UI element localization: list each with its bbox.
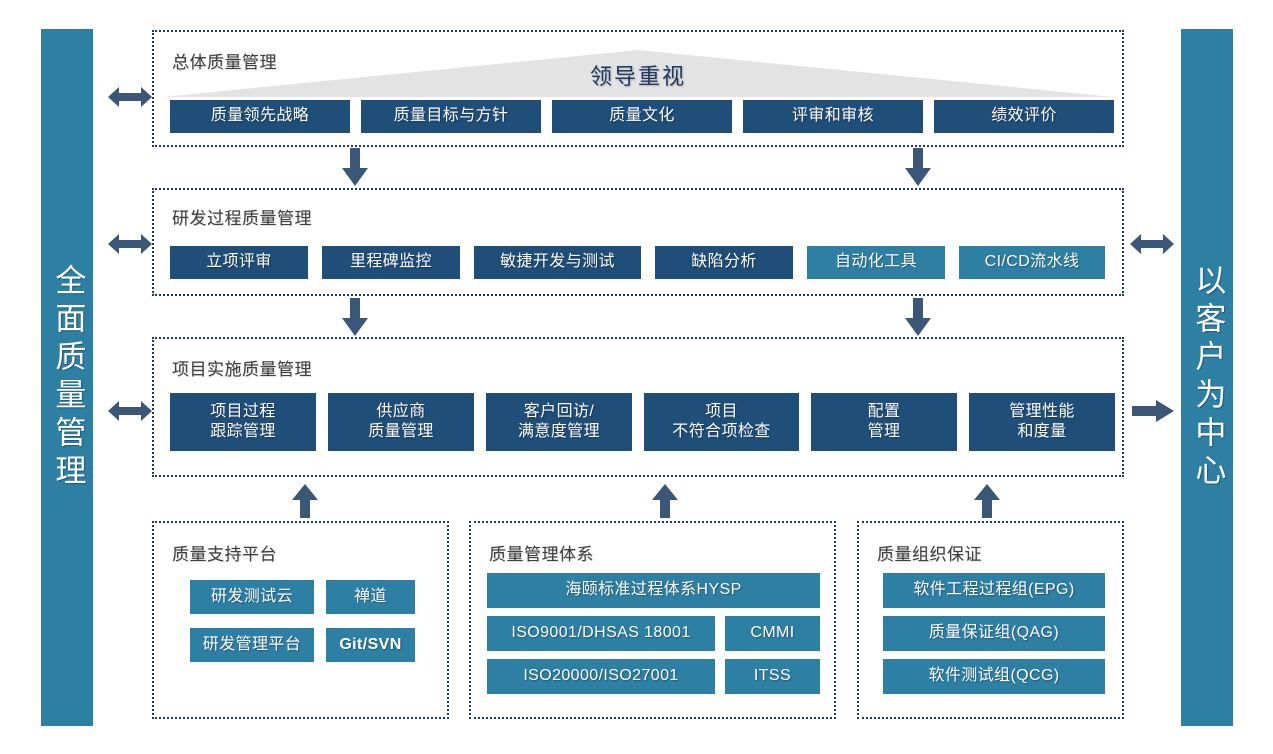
chip-iso9001-dhsas18001[interactable]: ISO9001/DHSAS 18001 [487, 616, 715, 651]
chip-agile-dev-and-testing[interactable]: 敏捷开发与测试 [474, 246, 641, 279]
up-arrow-organization [974, 484, 1000, 518]
chip-quality-leading-strategy[interactable]: 质量领先战略 [170, 100, 350, 133]
double-arrow-right-rnd [1130, 232, 1174, 256]
chip-review-and-audit[interactable]: 评审和审核 [743, 100, 923, 133]
down-arrow-rnd-to-project-b [905, 298, 931, 336]
section-organization-title: 质量组织保证 [877, 545, 982, 564]
chip-epg-software-engineering-process-group[interactable]: 软件工程过程组(EPG) [883, 573, 1105, 608]
section-quality-management-system: 质量管理体系 海颐标准过程体系HYSP ISO9001/DHSAS 18001 … [469, 521, 836, 719]
section-rnd-title: 研发过程质量管理 [172, 209, 312, 228]
section-overall-quality-management: 总体质量管理 领导重视 质量领先战略 质量目标与方针 质量文化 评审和审核 绩效… [152, 30, 1124, 147]
down-arrow-overall-to-rnd-b [905, 148, 931, 186]
chip-qcg-software-testing-group[interactable]: 软件测试组(QCG) [883, 659, 1105, 694]
section-quality-support-platform: 质量支持平台 研发测试云 禅道 研发管理平台 Git/SVN [152, 521, 449, 719]
right-pillar: 以客户为中心 [1181, 29, 1233, 726]
right-pillar-label: 以客户为中心 [1190, 263, 1226, 492]
double-arrow-left-rnd [108, 232, 152, 256]
section-system-title: 质量管理体系 [489, 545, 594, 564]
left-pillar: 全面质量管理 [41, 29, 93, 726]
double-arrow-left-project [108, 399, 152, 423]
chip-project-initiation-review[interactable]: 立项评审 [170, 246, 308, 279]
section-quality-organization-assurance: 质量组织保证 软件工程过程组(EPG) 质量保证组(QAG) 软件测试组(QCG… [857, 521, 1124, 719]
chip-cmmi[interactable]: CMMI [725, 616, 820, 651]
chip-project-nonconformity-check[interactable]: 项目 不符合项检查 [644, 393, 799, 451]
chip-rnd-testing-cloud[interactable]: 研发测试云 [190, 580, 314, 614]
chip-supplier-quality-management[interactable]: 供应商 质量管理 [328, 393, 474, 451]
chip-zentao[interactable]: 禅道 [326, 580, 415, 614]
down-arrow-overall-to-rnd-a [342, 148, 368, 186]
chip-qag-quality-assurance-group[interactable]: 质量保证组(QAG) [883, 616, 1105, 651]
chip-rnd-management-platform[interactable]: 研发管理平台 [190, 628, 314, 662]
double-arrow-left-overall [108, 85, 152, 109]
section-overall-title: 总体质量管理 [172, 53, 277, 72]
chip-quality-objectives-policy[interactable]: 质量目标与方针 [361, 100, 541, 133]
section-rnd-process-quality-management: 研发过程质量管理 立项评审 里程碑监控 敏捷开发与测试 缺陷分析 自动化工具 C… [152, 188, 1124, 296]
chip-itss[interactable]: ITSS [725, 659, 820, 694]
chip-cicd-pipeline[interactable]: CI/CD流水线 [959, 246, 1105, 279]
section-project-implementation-quality-management: 项目实施质量管理 项目过程 跟踪管理 供应商 质量管理 客户回访/ 满意度管理 … [152, 337, 1124, 477]
chip-configuration-management[interactable]: 配置 管理 [811, 393, 957, 451]
chip-milestone-monitoring[interactable]: 里程碑监控 [322, 246, 460, 279]
chip-automation-tools[interactable]: 自动化工具 [807, 246, 945, 279]
section-platform-title: 质量支持平台 [172, 545, 277, 564]
left-pillar-label: 全面质量管理 [50, 263, 86, 492]
chip-git-svn[interactable]: Git/SVN [326, 628, 415, 662]
up-arrow-platform [292, 484, 318, 518]
chip-customer-revisit-satisfaction[interactable]: 客户回访/ 满意度管理 [486, 393, 632, 451]
chip-defect-analysis[interactable]: 缺陷分析 [655, 246, 793, 279]
leadership-banner-label: 领导重视 [589, 64, 686, 89]
leadership-triangle-icon [162, 50, 1114, 97]
chip-haiyi-standard-process-hysp[interactable]: 海颐标准过程体系HYSP [487, 573, 820, 608]
up-arrow-system [652, 484, 678, 518]
chip-management-performance-metrics[interactable]: 管理性能 和度量 [969, 393, 1115, 451]
chip-quality-culture[interactable]: 质量文化 [552, 100, 732, 133]
down-arrow-rnd-to-project-a [342, 298, 368, 336]
chip-project-process-tracking[interactable]: 项目过程 跟踪管理 [170, 393, 316, 451]
chip-iso20000-iso27001[interactable]: ISO20000/ISO27001 [487, 659, 715, 694]
chip-performance-evaluation[interactable]: 绩效评价 [934, 100, 1114, 133]
section-project-title: 项目实施质量管理 [172, 360, 312, 379]
arrow-right-project [1132, 399, 1174, 423]
